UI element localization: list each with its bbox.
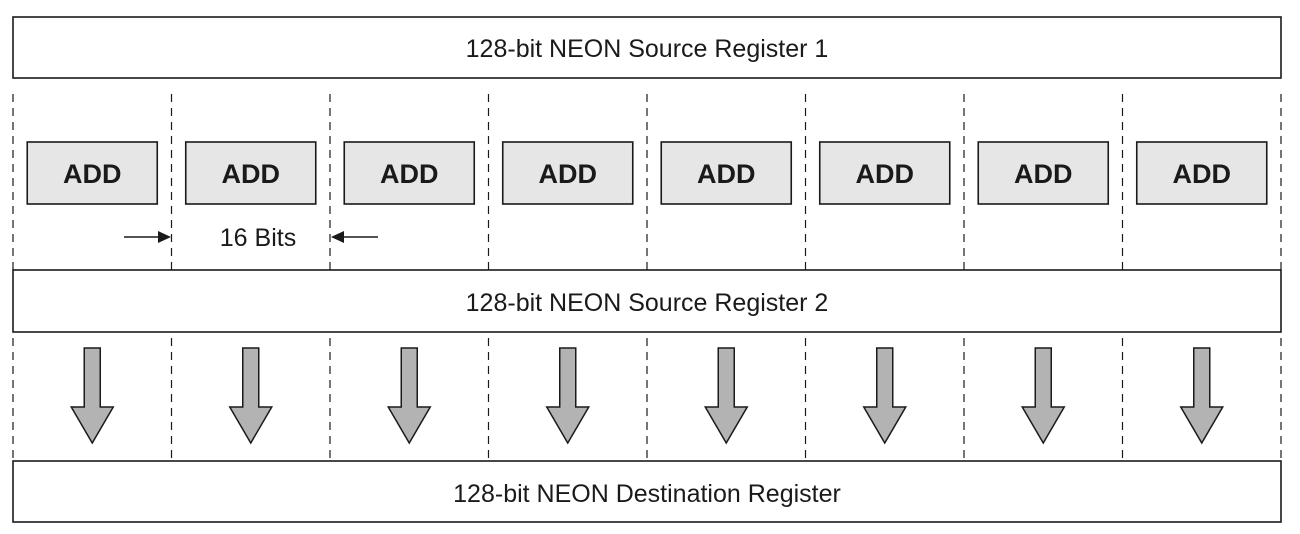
destination-register-label: 128-bit NEON Destination Register xyxy=(453,480,841,508)
add-operation: ADD xyxy=(184,141,317,205)
source-register-2: 128-bit NEON Source Register 2 xyxy=(12,269,1282,333)
add-operation-box xyxy=(26,141,159,205)
add-operation-label: ADD xyxy=(380,159,439,189)
add-operation-box xyxy=(501,141,634,205)
down-arrow-icon xyxy=(862,347,908,445)
down-arrow-icon xyxy=(703,347,749,445)
add-operation-box xyxy=(818,141,951,205)
add-operation-box xyxy=(343,141,476,205)
add-operation: ADD xyxy=(977,141,1110,205)
add-operation: ADD xyxy=(660,141,793,205)
add-operation-box xyxy=(977,141,1110,205)
add-operation-label: ADD xyxy=(1014,159,1073,189)
add-operation-box xyxy=(184,141,317,205)
down-arrow-icon xyxy=(545,347,591,445)
down-arrow-icon xyxy=(1020,347,1066,445)
source-register-1-label: 128-bit NEON Source Register 1 xyxy=(466,35,829,63)
add-operation-label: ADD xyxy=(856,159,915,189)
add-operations: ADD ADD ADD ADD ADD ADD ADD ADD xyxy=(26,141,1268,205)
result-flow-arrows xyxy=(69,347,1225,445)
lane-width-label: 16 Bits xyxy=(220,224,296,252)
dimension-arrowhead-left xyxy=(158,231,171,243)
add-operation: ADD xyxy=(501,141,634,205)
down-arrow-icon xyxy=(228,347,274,445)
down-arrow-icon xyxy=(1179,347,1225,445)
lane-dividers-lower xyxy=(12,338,1282,461)
source-register-1: 128-bit NEON Source Register 1 xyxy=(12,16,1282,79)
add-operation: ADD xyxy=(1135,141,1268,205)
dimension-arrowhead-right xyxy=(331,231,344,243)
add-operation: ADD xyxy=(343,141,476,205)
add-operation-label: ADD xyxy=(1173,159,1232,189)
add-operation-label: ADD xyxy=(63,159,122,189)
destination-register: 128-bit NEON Destination Register xyxy=(12,460,1282,523)
source-register-2-box xyxy=(12,269,1282,333)
source-register-2-label: 128-bit NEON Source Register 2 xyxy=(466,289,829,317)
add-operation: ADD xyxy=(26,141,159,205)
add-operation-box xyxy=(1135,141,1268,205)
add-operation-label: ADD xyxy=(222,159,281,189)
lane-dividers-upper xyxy=(12,94,1282,270)
destination-register-box xyxy=(12,460,1282,523)
add-operation-label: ADD xyxy=(697,159,756,189)
add-operation: ADD xyxy=(818,141,951,205)
add-operation-label: ADD xyxy=(539,159,598,189)
add-operation-box xyxy=(660,141,793,205)
down-arrow-icon xyxy=(69,347,115,445)
source-register-1-box xyxy=(12,16,1282,79)
lane-width-dimension: 16 Bits xyxy=(124,224,378,252)
down-arrow-icon xyxy=(386,347,432,445)
